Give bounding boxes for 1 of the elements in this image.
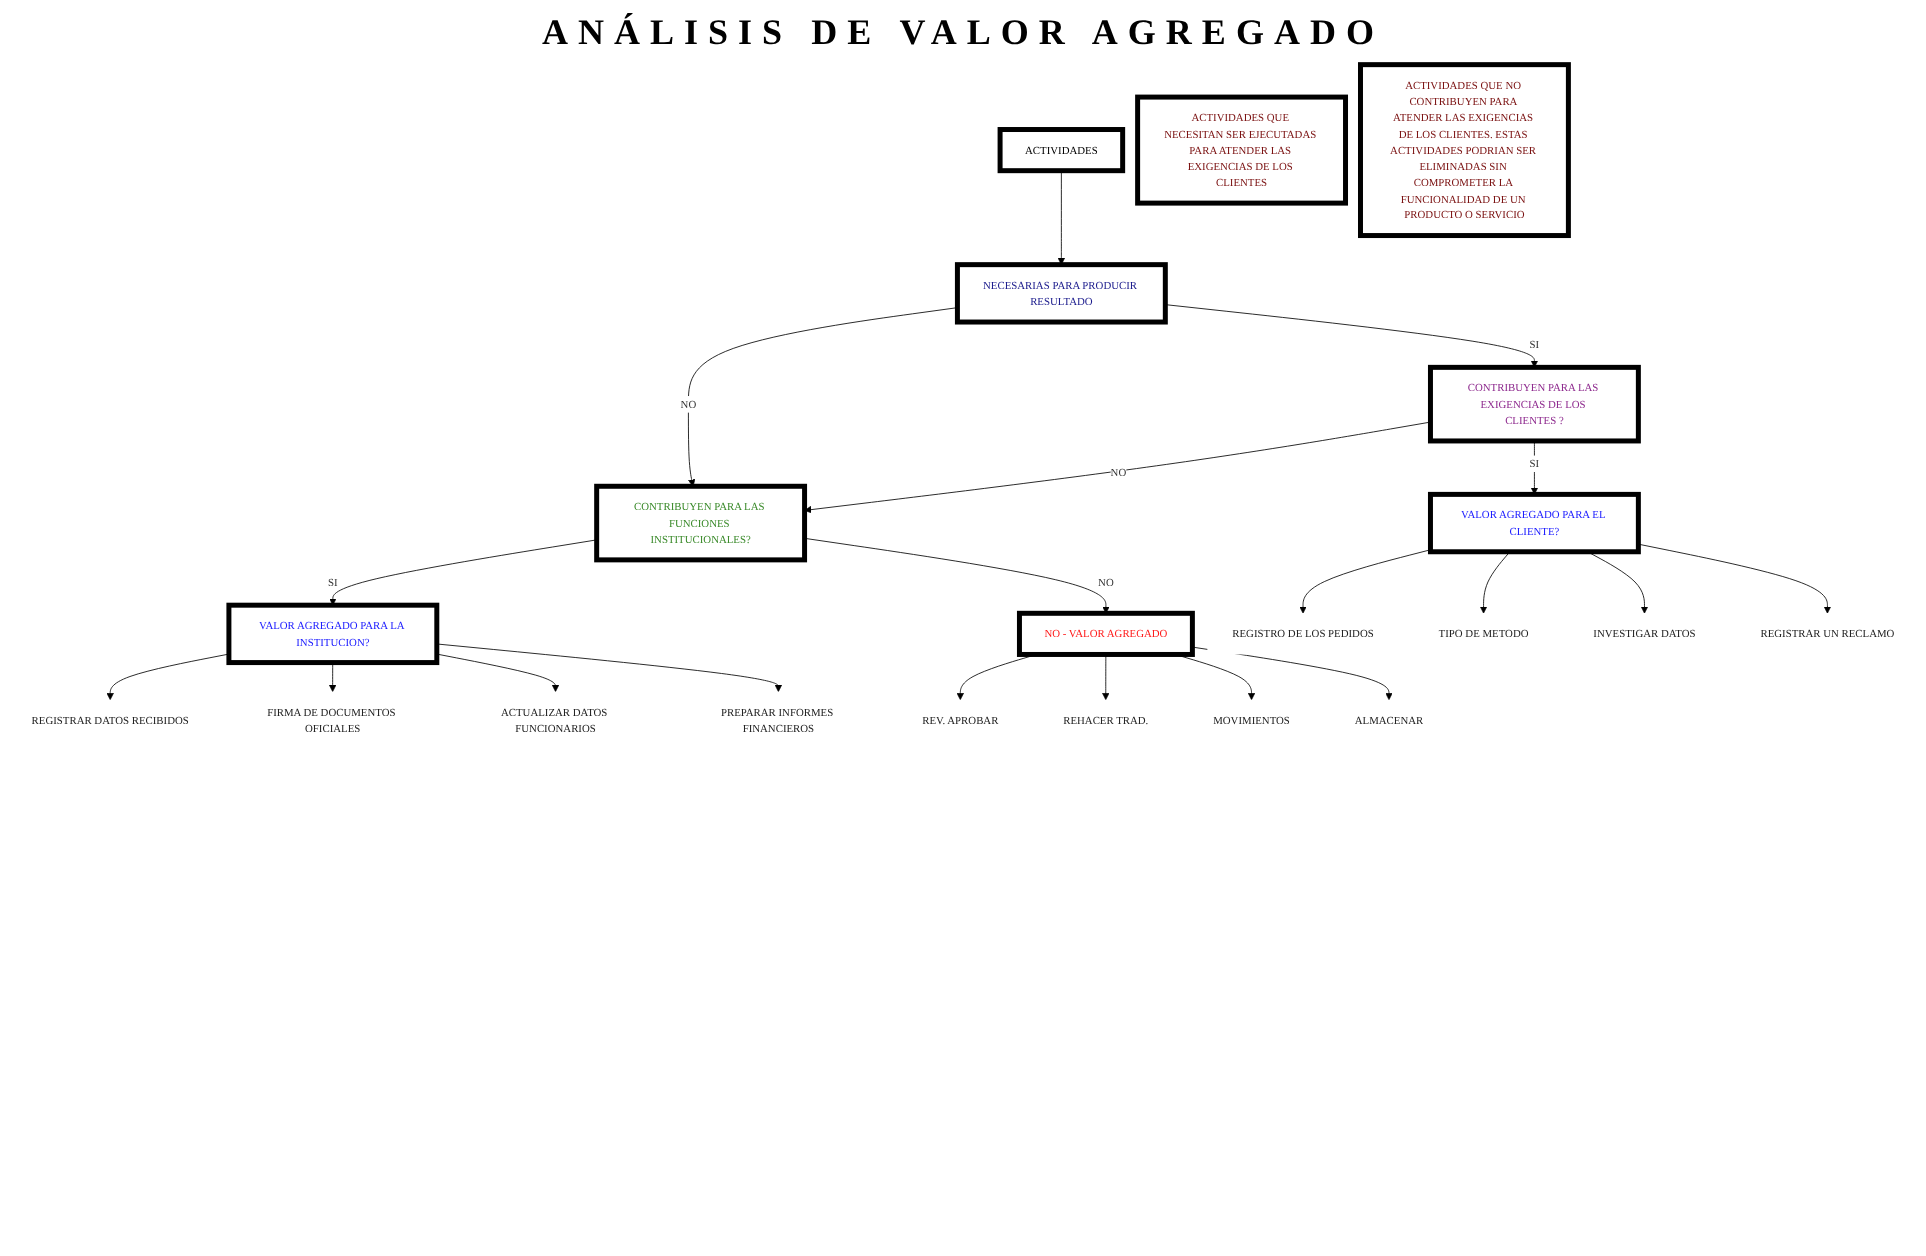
diagram-title: ANÁLISIS DE VALOR AGREGADO (540, 12, 1386, 54)
